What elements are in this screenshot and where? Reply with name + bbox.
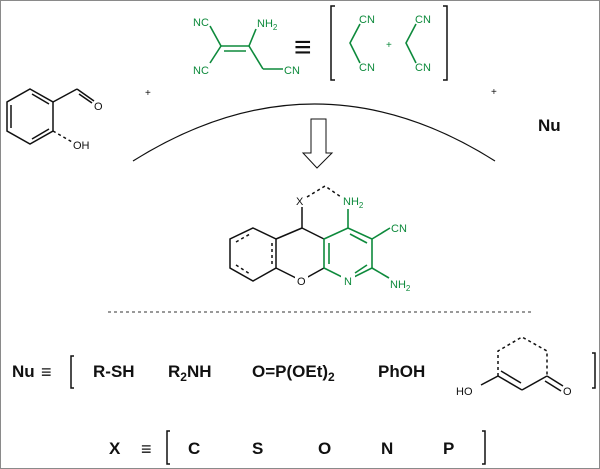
- right-bracket: [592, 352, 596, 389]
- plus-sign: +: [145, 88, 151, 99]
- right-bracket: [482, 430, 486, 465]
- nu-item-thiol: R-SH: [93, 362, 135, 381]
- equivalence-sign: ≡: [41, 362, 52, 382]
- dione-o-label: O: [563, 386, 572, 398]
- x-label: X: [109, 439, 121, 458]
- nu-item-phenol: PhOH: [378, 362, 425, 381]
- x-substituent-label: X: [296, 196, 304, 208]
- x-item-o: O: [318, 439, 331, 458]
- x-item-c: C: [188, 439, 200, 458]
- nu-item-phosphite: O=P(OEt)2: [252, 362, 335, 384]
- nucleophile-label: Nu: [538, 116, 561, 135]
- dione-ho-label: HO: [456, 386, 473, 398]
- equivalence-sign: ≡: [294, 31, 312, 64]
- nu-label: Nu: [12, 362, 35, 381]
- reaction-arrow-icon: [301, 118, 334, 169]
- nu-definition: Nu ≡ R-SH R2NH O=P(OEt)2 PhOH HO O: [12, 336, 596, 398]
- product-nh2-top: NH2: [343, 196, 364, 210]
- cn-label: CN: [415, 14, 431, 26]
- product-o-label: O: [297, 276, 306, 288]
- equivalence-sign: ≡: [141, 439, 152, 459]
- cn-label: CN: [415, 62, 431, 74]
- cn-label: CN: [359, 62, 375, 74]
- product-structure: X NH2 CN NH2 O N: [229, 185, 411, 293]
- dimer-nc-bottom: NC: [193, 65, 209, 77]
- dimer-nc-top: NC: [193, 17, 209, 29]
- malononitrile-1: CN CN: [349, 14, 375, 74]
- x-item-n: N: [381, 439, 393, 458]
- product-nh2-bottom: NH2: [390, 279, 411, 293]
- nu-item-cyclohexanedione: HO O: [456, 336, 572, 398]
- dimer-cn: CN: [284, 65, 300, 77]
- left-bracket: [70, 355, 74, 389]
- plus-sign: +: [491, 87, 497, 98]
- nu-item-amine: R2NH: [168, 362, 212, 384]
- product-cn: CN: [391, 223, 407, 235]
- right-bracket: [443, 5, 448, 81]
- malononitrile-2: CN CN: [405, 14, 431, 74]
- left-bracket: [166, 430, 170, 465]
- dimer-nh2: NH2: [257, 18, 278, 32]
- aldehyde-o-label: O: [94, 101, 103, 113]
- cn-label: CN: [359, 14, 375, 26]
- x-definition: X ≡ C S O N P: [109, 430, 486, 465]
- malononitrile-dimer: NC NH2 NC CN: [193, 17, 300, 77]
- inner-plus: +: [386, 40, 392, 51]
- hydroxyl-label: OH: [73, 140, 90, 152]
- x-item-s: S: [252, 439, 263, 458]
- left-bracket: [330, 5, 335, 81]
- product-n-label: N: [344, 276, 352, 288]
- salicylaldehyde: O OH: [6, 88, 103, 152]
- reaction-arc: [132, 103, 496, 162]
- x-item-p: P: [443, 439, 454, 458]
